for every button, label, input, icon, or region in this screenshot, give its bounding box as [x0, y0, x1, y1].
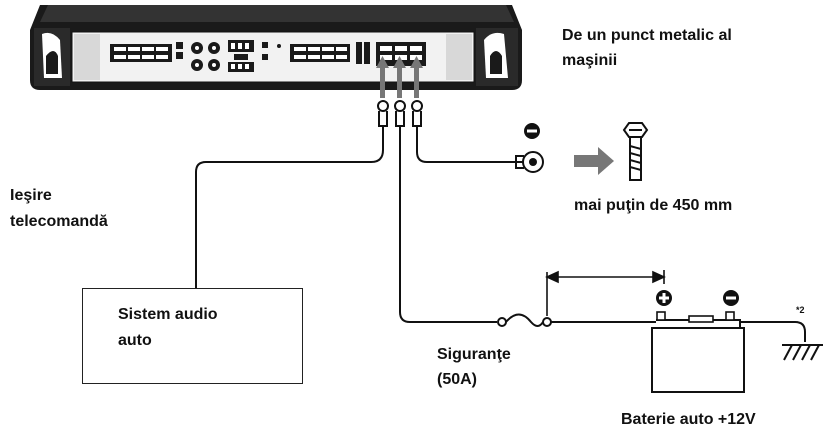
- plus-sign-battery: [656, 290, 672, 306]
- fuse-label-line2: (50A): [437, 371, 478, 388]
- remote-output-label-line1: Ieşire: [10, 187, 52, 204]
- note-mark: *2: [796, 305, 805, 315]
- audio-system-box: [82, 288, 303, 384]
- minus-sign-ground: [524, 123, 540, 139]
- minus-sign-battery: [723, 290, 739, 306]
- distance-marker: [545, 270, 666, 316]
- audio-system-label-line2: auto: [118, 332, 152, 349]
- connection-arrows: [376, 56, 423, 98]
- remote-output-label-line2: telecomandă: [10, 213, 108, 230]
- ring-terminals: [377, 100, 423, 127]
- gray-arrow-to-bolt: [574, 147, 614, 175]
- ground-point-label-line1: De un punct metalic al: [562, 27, 732, 44]
- bolt-icon: [622, 122, 649, 181]
- audio-system-label-line1: Sistem audio: [118, 306, 218, 323]
- battery-label: Baterie auto +12V: [621, 411, 756, 428]
- battery: [651, 311, 745, 393]
- ground-symbol-icon: [782, 344, 823, 361]
- ground-point-label-line2: maşinii: [562, 52, 618, 69]
- amplifier: [30, 5, 522, 90]
- ground-lug: [515, 151, 544, 173]
- min-distance-label: mai puţin de 450 mm: [574, 197, 733, 214]
- fuse-label-line1: Siguranţe: [437, 346, 511, 363]
